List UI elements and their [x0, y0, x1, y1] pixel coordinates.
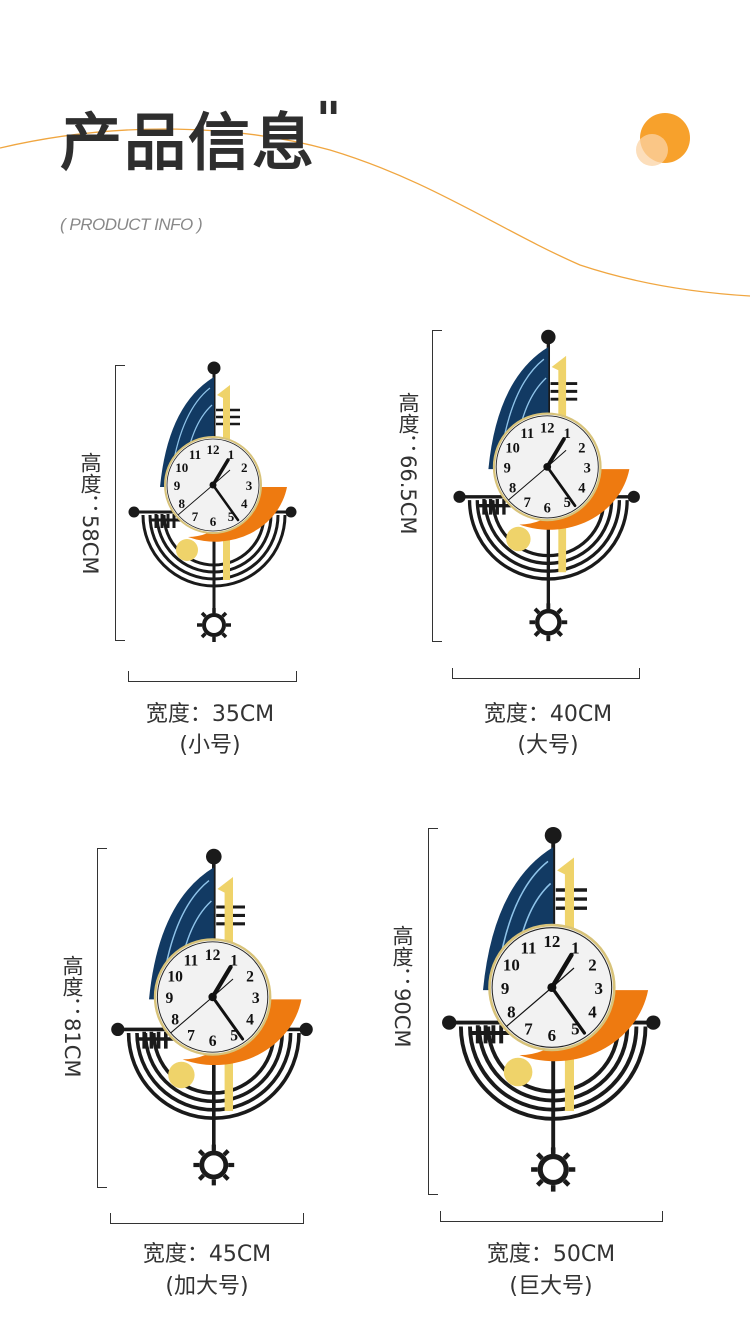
height-label: 高度：66.5CM	[396, 392, 420, 535]
clock-numeral: 6	[548, 1026, 556, 1045]
clock-numeral: 6	[210, 514, 217, 529]
width-dimension-line	[128, 671, 297, 682]
clock-numeral: 8	[509, 480, 516, 496]
clock-numeral: 2	[588, 956, 596, 975]
clock-numeral: 3	[246, 478, 253, 493]
clock-numeral: 11	[189, 447, 201, 462]
clock-numeral: 9	[174, 478, 181, 493]
height-label: 高度：90CM	[390, 925, 414, 1048]
clock-numeral: 5	[230, 1027, 238, 1044]
clock-numeral: 7	[187, 1027, 195, 1044]
clock-numeral: 11	[521, 938, 537, 957]
height-dimension-line	[97, 848, 107, 1188]
decorative-wave-line	[0, 113, 750, 297]
clock-numeral: 12	[540, 420, 554, 436]
clock-numeral: 2	[241, 460, 248, 475]
clock-numeral: 10	[167, 968, 183, 985]
clock-numeral: 4	[578, 480, 585, 496]
quote-mark: "	[316, 92, 344, 148]
height-label: 高度：58CM	[78, 452, 102, 575]
width-label: 宽度：45CM	[142, 1242, 272, 1267]
clock-numeral: 3	[584, 460, 591, 476]
title-text: 产品信息	[60, 106, 317, 179]
size-name: (加大号)	[165, 1274, 249, 1299]
clock-numeral: 9	[504, 460, 511, 476]
clock-numeral: 3	[594, 979, 602, 998]
width-label: 宽度：35CM	[145, 702, 275, 727]
size-name: (大号)	[517, 733, 579, 758]
clock-numeral: 4	[246, 1012, 254, 1029]
clock-numeral: 3	[252, 990, 260, 1007]
clock-numeral: 10	[505, 440, 519, 456]
clock-numeral: 5	[564, 495, 571, 511]
clock-numeral: 1	[571, 938, 579, 957]
height-label: 高度：81CM	[60, 955, 84, 1078]
clock-numeral: 6	[209, 1033, 217, 1050]
clock-numeral: 8	[179, 496, 186, 511]
clock-numeral: 1	[564, 426, 571, 442]
height-dimension-line	[428, 828, 438, 1195]
clock-numeral: 6	[544, 500, 551, 516]
clock-numeral: 7	[524, 1020, 533, 1039]
clock-numeral: 11	[184, 953, 199, 970]
clock-numeral: 4	[241, 496, 248, 511]
clock-numeral: 12	[205, 947, 221, 964]
clock-numeral: 8	[171, 1012, 179, 1029]
page-subtitle: ( PRODUCT INFO )	[60, 215, 203, 234]
clock-numeral: 12	[543, 932, 560, 951]
size-name: (小号)	[179, 733, 241, 758]
clock-numeral: 10	[175, 460, 188, 475]
clock-numeral: 11	[520, 426, 534, 442]
page-title: 产品信息"	[60, 92, 343, 182]
clock-numeral: 2	[246, 968, 254, 985]
clock-numeral: 9	[166, 990, 174, 1007]
clock-numeral: 1	[230, 953, 238, 970]
clock-numeral: 10	[503, 956, 520, 975]
width-label: 宽度：40CM	[483, 702, 613, 727]
clock-numeral: 7	[524, 495, 531, 511]
size-name: (巨大号)	[509, 1274, 593, 1299]
clock-numeral: 5	[571, 1020, 579, 1039]
clock-numeral: 12	[207, 442, 220, 457]
clock-numeral: 9	[501, 979, 509, 998]
height-dimension-line	[115, 365, 125, 641]
clock-numeral: 2	[578, 440, 585, 456]
width-dimension-line	[110, 1213, 304, 1224]
clock-numeral: 8	[507, 1002, 515, 1021]
height-dimension-line	[432, 330, 442, 642]
width-dimension-line	[440, 1211, 663, 1222]
clock-numeral: 5	[228, 509, 235, 524]
width-dimension-line	[452, 668, 640, 679]
width-label: 宽度：50CM	[486, 1242, 616, 1267]
clock-numeral: 7	[192, 509, 199, 524]
clock-numeral: 4	[588, 1002, 597, 1021]
clock-numeral: 1	[228, 447, 235, 462]
